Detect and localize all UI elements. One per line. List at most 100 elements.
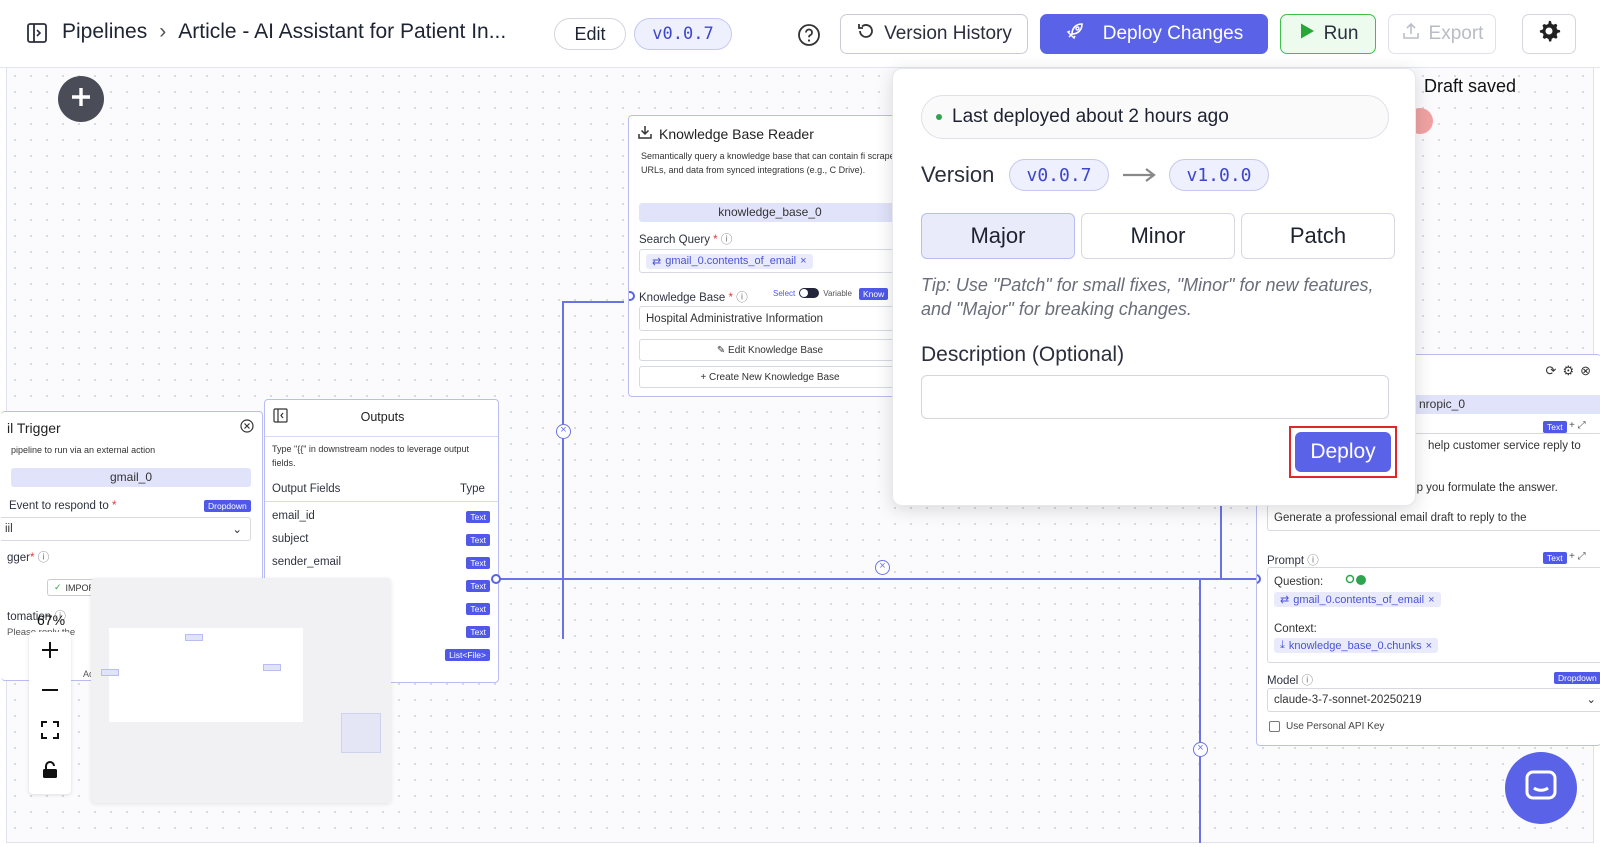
remove-edge-icon[interactable]: × <box>556 424 571 439</box>
event-type-tag: Dropdown <box>204 500 251 512</box>
breadcrumb: Pipelines › Article - AI Assistant for P… <box>62 20 506 44</box>
input-handle[interactable] <box>629 291 635 301</box>
edit-knowledge-base-button[interactable]: ✎ Edit Knowledge Base <box>639 339 901 361</box>
settings-button[interactable] <box>1522 14 1576 54</box>
top-bar: Pipelines › Article - AI Assistant for P… <box>0 0 1600 68</box>
system-type-tag: Text <box>1543 421 1567 433</box>
knowledge-base-reader-node[interactable]: Knowledge Base Reader Semantically query… <box>628 115 908 397</box>
system-text-line: Generate a professional email draft to r… <box>1274 512 1527 524</box>
knowledge-base-label: Knowledge Base * ⓘ <box>639 292 748 304</box>
variable-chip[interactable]: ⤓ knowledge_base_0.chunks × <box>1274 638 1439 653</box>
major-option[interactable]: Major <box>921 213 1075 259</box>
variable-chip[interactable]: ⇄ gmail_0.contents_of_email × <box>1274 592 1441 607</box>
last-deployed-banner: Last deployed about 2 hours ago <box>921 95 1389 139</box>
lock-icon <box>42 760 58 784</box>
arrow-right-icon <box>1121 165 1157 190</box>
add-node-button[interactable] <box>58 76 104 122</box>
collapse-panel-icon[interactable] <box>273 408 288 426</box>
remove-edge-icon[interactable]: × <box>875 560 890 575</box>
output-handle[interactable] <box>491 574 501 584</box>
edge-line <box>562 301 564 639</box>
prompt-input[interactable]: Question: ⇄ gmail_0.contents_of_email × … <box>1267 567 1600 663</box>
node-description: Type "{{" in downstream nodes to leverag… <box>272 444 470 468</box>
plus-icon <box>40 640 60 665</box>
add-icon[interactable]: + ⤢ <box>1569 420 1586 431</box>
select-variable-toggle[interactable]: Select Variable <box>773 288 852 298</box>
fit-view-icon <box>41 720 59 744</box>
node-description: Semantically query a knowledge base that… <box>641 151 900 175</box>
zoom-out-button[interactable] <box>29 672 71 712</box>
close-icon[interactable]: ⊗ <box>1580 363 1591 378</box>
zoom-level: 67% <box>37 612 66 628</box>
chevron-down-icon: ⌄ <box>1586 694 1596 706</box>
history-icon <box>856 21 876 47</box>
output-field-type: Text <box>466 534 490 546</box>
output-field-name: sender_email <box>272 556 342 568</box>
minor-option[interactable]: Minor <box>1081 213 1235 259</box>
search-query-input[interactable]: ⇄ gmail_0.contents_of_email × <box>639 249 901 273</box>
lock-button[interactable] <box>29 752 71 792</box>
deploy-button[interactable]: Deploy <box>1295 432 1391 472</box>
output-field-type: Text <box>466 511 490 523</box>
edit-button[interactable]: Edit <box>554 18 626 50</box>
version-history-label: Version History <box>884 23 1012 44</box>
event-label: Event to respond to * <box>9 500 117 512</box>
personal-api-key-checkbox[interactable]: Use Personal API Key <box>1269 721 1384 732</box>
export-icon <box>1401 21 1421 47</box>
lightbulb-icon <box>1345 574 1367 589</box>
chevron-down-icon: ⌄ <box>232 524 242 536</box>
breadcrumb-pipelines[interactable]: Pipelines <box>62 20 148 43</box>
output-field-type: Text <box>466 580 490 592</box>
gear-icon[interactable]: ⚙ <box>1562 363 1575 378</box>
deploy-changes-button[interactable]: Deploy Changes <box>1040 14 1268 54</box>
description-input[interactable] <box>921 375 1389 419</box>
export-button[interactable]: Export <box>1388 14 1496 54</box>
version-history-button[interactable]: Version History <box>840 14 1028 54</box>
output-fields-header: Output Fields <box>272 483 341 495</box>
minimap-viewport <box>109 628 303 722</box>
knowledge-base-select[interactable]: Hospital Administrative Information <box>639 306 901 331</box>
input-handle[interactable] <box>1257 574 1261 584</box>
event-select[interactable]: iil ⌄ <box>1 517 251 541</box>
close-icon[interactable] <box>240 419 254 436</box>
status-dot <box>936 114 942 120</box>
prompt-label: Prompt ⓘ <box>1267 555 1319 567</box>
create-knowledge-base-button[interactable]: + Create New Knowledge Base <box>639 366 901 388</box>
to-version-badge: v1.0.0 <box>1169 159 1269 191</box>
download-icon <box>637 124 653 143</box>
run-button[interactable]: Run <box>1280 14 1376 54</box>
model-label: Model ⓘ <box>1267 675 1314 687</box>
patch-option[interactable]: Patch <box>1241 213 1395 259</box>
draft-status: Draft saved <box>1424 76 1517 96</box>
chat-icon <box>1524 769 1558 808</box>
version-badge: v0.0.7 <box>634 18 732 50</box>
play-icon <box>1298 22 1316 46</box>
remove-edge-icon[interactable]: × <box>1193 742 1208 757</box>
node-title: Outputs <box>360 410 405 424</box>
sidebar-toggle-icon[interactable] <box>26 22 48 44</box>
add-icon[interactable]: + ⤢ <box>1569 551 1586 562</box>
chat-launcher-button[interactable] <box>1505 752 1577 824</box>
model-type-tag: Dropdown <box>1554 672 1600 684</box>
edge-line <box>562 301 624 303</box>
node-title: il Trigger <box>7 420 61 436</box>
edge-line <box>1199 578 1201 843</box>
help-icon[interactable] <box>797 23 821 47</box>
node-description: pipeline to run via an external action <box>11 445 156 455</box>
variable-chip[interactable]: ⇄ gmail_0.contents_of_email × <box>646 253 813 269</box>
output-field-type: Text <box>466 557 490 569</box>
fit-view-button[interactable] <box>29 712 71 752</box>
refresh-icon[interactable]: ⟳ <box>1545 363 1557 378</box>
plus-icon <box>69 85 93 114</box>
personal-api-key-label: Use Personal API Key <box>1286 721 1385 732</box>
search-query-label: Search Query * ⓘ <box>639 234 733 246</box>
output-field-type: List<File> <box>445 649 490 661</box>
model-select[interactable]: claude-3-7-sonnet-20250219 ⌄ <box>1267 688 1600 712</box>
zoom-controls <box>29 632 71 794</box>
deploy-popover: Last deployed about 2 hours ago Version … <box>892 68 1416 506</box>
kb-type-tag: Know <box>859 288 889 300</box>
zoom-in-button[interactable] <box>29 632 71 672</box>
version-tip: Tip: Use "Patch" for small fixes, "Minor… <box>921 275 1374 319</box>
rocket-icon <box>1065 21 1085 47</box>
minimap[interactable] <box>91 578 391 803</box>
